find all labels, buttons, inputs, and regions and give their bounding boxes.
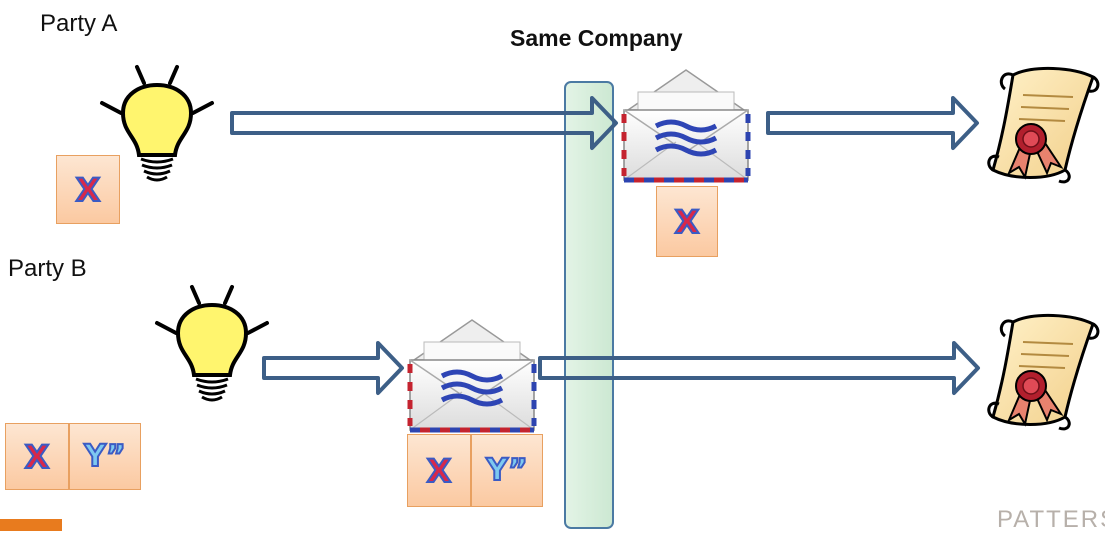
watermark-text: PATTERSO (997, 506, 1105, 533)
y-label: Y” (83, 438, 126, 475)
x-box-envelope-a: X (656, 186, 718, 257)
y-box-envelope-b: Y” (471, 434, 543, 507)
arrow-right-icon (766, 96, 979, 150)
party-a-label: Party A (40, 10, 118, 37)
x-box-party-b: X (5, 423, 69, 490)
party-b-label: Party B (8, 255, 87, 282)
x-label: X (674, 202, 701, 242)
certificate-scroll-icon (987, 66, 1100, 184)
certificate-scroll-icon (987, 313, 1100, 431)
corner-accent (0, 519, 62, 531)
y-label: Y” (485, 452, 528, 489)
same-company-band (564, 81, 614, 529)
arrow-right-icon (230, 96, 618, 150)
x-box-party-a: X (56, 155, 120, 224)
x-label: X (75, 170, 102, 210)
arrow-right-icon (262, 341, 404, 395)
arrow-right-icon (538, 341, 980, 395)
lightbulb-icon (155, 285, 269, 402)
y-box-party-b: Y” (69, 423, 141, 490)
same-company-label: Same Company (510, 25, 683, 51)
x-label: X (426, 451, 453, 491)
x-label: X (24, 437, 51, 477)
x-box-envelope-b: X (407, 434, 471, 507)
envelope-icon (624, 70, 748, 180)
envelope-icon (410, 320, 534, 430)
